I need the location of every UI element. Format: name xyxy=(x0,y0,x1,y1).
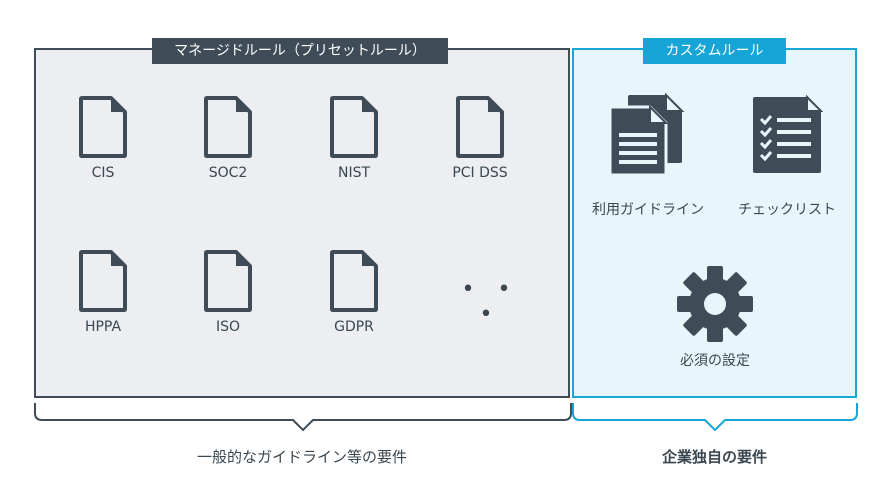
managed-rules-title: マネージドルール（プリセットルール） xyxy=(152,38,448,64)
general-requirements-label: 一般的なガイドライン等の要件 xyxy=(196,448,407,466)
document-icon xyxy=(79,96,127,158)
enterprise-requirements-label: 企業独自の要件 xyxy=(661,448,767,466)
checklist-item xyxy=(751,94,824,179)
document-soc2: SOC2 xyxy=(203,95,253,183)
document-label: NIST xyxy=(337,165,371,181)
document-icon xyxy=(330,250,378,312)
custom-rules-title: カスタムルール xyxy=(643,38,786,64)
document-nist: NIST xyxy=(329,95,379,183)
document-icon xyxy=(79,250,127,312)
gear-icon xyxy=(677,266,753,342)
required-settings-item xyxy=(675,264,755,348)
document-label: GDPR xyxy=(334,319,374,335)
managed-rules-panel xyxy=(34,48,570,398)
managed-brace xyxy=(34,403,572,432)
document-label: PCI DSS xyxy=(452,165,508,181)
document-icon xyxy=(204,96,252,158)
checklist-icon xyxy=(753,94,824,173)
guidelines-item xyxy=(608,91,690,181)
documents-icon xyxy=(608,92,685,177)
document-icon xyxy=(330,96,378,158)
document-iso: ISO xyxy=(203,249,253,337)
checklist-label: チェックリスト xyxy=(738,202,836,218)
document-icon xyxy=(456,96,504,158)
document-label: HPPA xyxy=(84,319,122,335)
more-ellipsis: • • • xyxy=(461,277,519,327)
document-icon xyxy=(204,250,252,312)
guidelines-label: 利用ガイドライン xyxy=(592,202,704,218)
document-hppa: HPPA xyxy=(78,249,128,337)
document-label: SOC2 xyxy=(208,165,248,181)
document-gdpr: GDPR xyxy=(329,249,379,337)
document-label: ISO xyxy=(215,319,241,335)
custom-brace xyxy=(572,403,858,432)
document-label: CIS xyxy=(91,165,115,181)
required-settings-label: 必須の設定 xyxy=(680,353,750,369)
document-pci-dss: PCI DSS xyxy=(452,95,508,183)
document-cis: CIS xyxy=(78,95,128,183)
